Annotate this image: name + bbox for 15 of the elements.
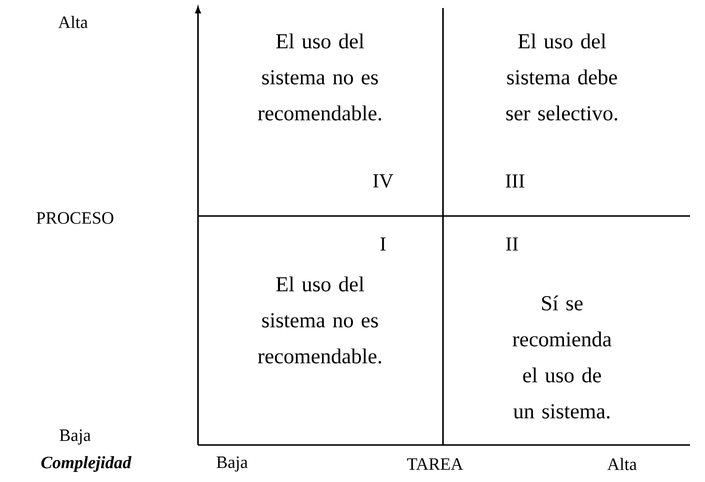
quadrant-text: El uso del sistema no es recomendable. [258,33,382,121]
axis-label: TAREA [407,458,464,470]
quadrant-number: II [506,237,518,251]
quadrant-text: El uso del sistema no es recomendable. [258,276,382,364]
axis-label: Baja [60,429,91,445]
quadrant-number: I [380,237,386,251]
axis-label: Alta [58,16,88,28]
quadrant-number: III [506,174,524,188]
axis-label: Alta [607,458,637,470]
quadrant-text: Sí se recomienda el uso de un sistema. [512,295,612,419]
axis-label: Complejidad [41,456,132,472]
quadrant-number: IV [373,174,394,188]
axis-label: PROCESO [36,212,114,224]
quadrant-text: El uso del sistema debe ser selectivo. [506,33,618,121]
axis-label: Baja [216,456,248,472]
